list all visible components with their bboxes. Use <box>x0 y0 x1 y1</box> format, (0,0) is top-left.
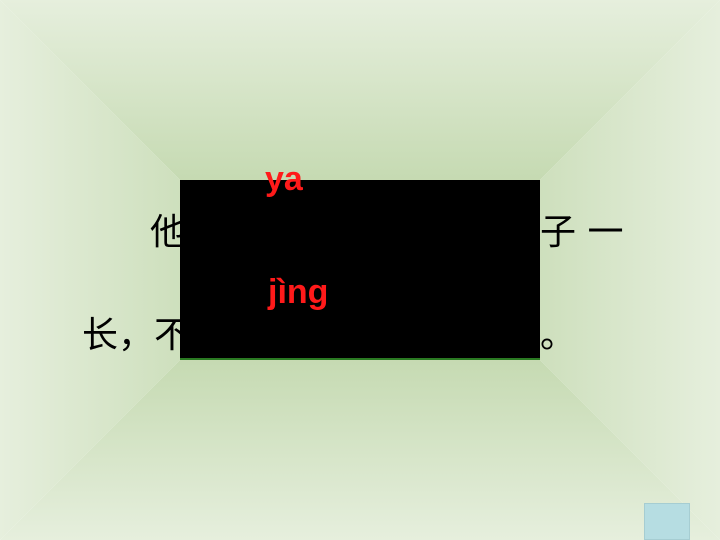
sentence-line-2-end: 。 <box>540 315 577 356</box>
pinyin-label-1: ya <box>265 160 303 198</box>
pinyin-label-2: jìng <box>268 273 329 311</box>
next-slide-button[interactable] <box>644 503 690 540</box>
sentence-line-2-start: 长，不 <box>82 315 191 356</box>
answer-mask-box[interactable] <box>180 180 540 358</box>
sentence-line-1-end: 子 一 <box>540 212 624 253</box>
